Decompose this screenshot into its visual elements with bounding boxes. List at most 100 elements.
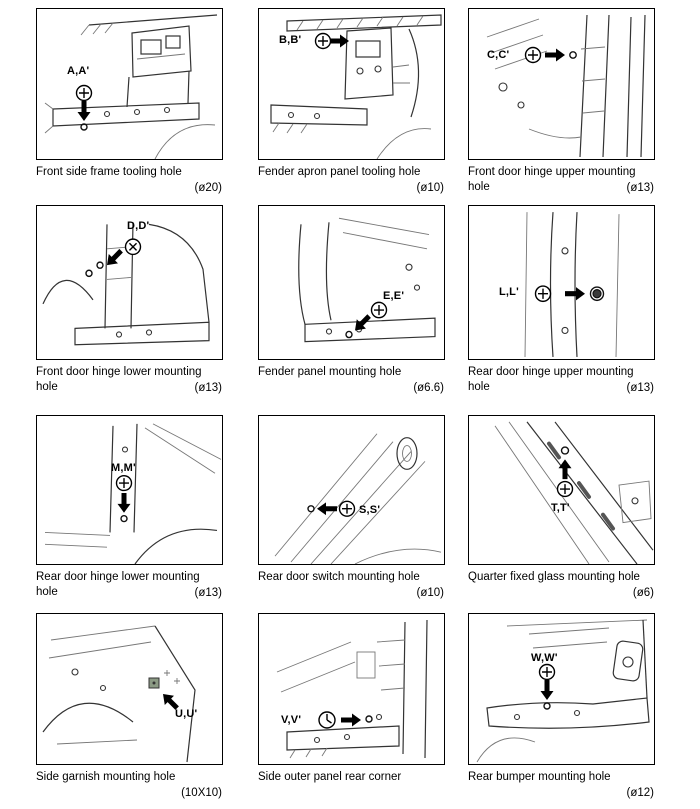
target-hole [120, 514, 128, 523]
marker-label: E,E' [383, 290, 405, 302]
target-hole [569, 51, 577, 59]
hole-name: Rear door hinge upper mounting hole [468, 366, 634, 393]
target-hole [592, 289, 602, 299]
diagram-frame: S,S' [258, 415, 445, 565]
screw-icon [556, 480, 574, 498]
diagram-cell-side-outer-rear-corner: V,V' Side outer panel rear corner [258, 613, 445, 801]
arrow-icon [117, 492, 131, 513]
screw-icon [538, 663, 556, 681]
arrow-icon [540, 680, 554, 700]
sketch-lines [44, 423, 222, 564]
diagram-cell-quarter-fixed-glass: T,T' Quarter fixed glass mounting hole (… [468, 415, 655, 601]
hole-name: Quarter fixed glass mounting hole [468, 571, 640, 583]
sketch-lines [486, 14, 646, 158]
target-hole [96, 261, 104, 269]
car-body-sketch [476, 619, 650, 763]
screw-icon [314, 32, 332, 50]
car-body-sketch [44, 423, 222, 564]
screw-icon [115, 475, 133, 492]
screw-icon [338, 500, 356, 517]
diagram-frame: V,V' [258, 613, 445, 765]
arrow-icon [341, 713, 361, 727]
hole-diameter: (ø13) [626, 182, 654, 194]
arrow-icon [163, 694, 179, 710]
marker-label: T,T' [551, 502, 570, 514]
marker-label: S,S' [359, 504, 381, 516]
hole-name: Side outer panel rear corner [258, 771, 402, 783]
marker-label: V,V' [281, 714, 302, 726]
hole-diameter: (ø13) [194, 587, 222, 599]
arrow-icon [77, 101, 91, 121]
hole-name: Rear door hinge lower mounting hole [36, 571, 200, 598]
car-body-sketch [42, 625, 196, 763]
diagram-cell-front-door-hinge-lower: D,D' Front door hinge lower mounting hol… [36, 205, 223, 396]
caption: Rear door hinge upper mounting hole (ø13… [468, 365, 655, 396]
sketch-lines [270, 14, 442, 159]
caption: Rear door hinge lower mounting hole (ø13… [36, 570, 223, 601]
hole-diameter: (ø12) [626, 787, 654, 799]
diagram-cell-rear-door-hinge-lower: M,M' Rear door hinge lower mounting hole… [36, 415, 223, 601]
marker-label: A,A' [67, 65, 90, 77]
diagram-frame: B,B' [258, 8, 445, 160]
target-hole [375, 713, 383, 721]
caption: Side garnish mounting hole (10X10) [36, 770, 223, 801]
sketch-lines [42, 222, 210, 346]
hole-diameter: (ø13) [626, 382, 654, 394]
hole-diameter: (ø10) [416, 182, 444, 194]
hole-name: Rear bumper mounting hole [468, 771, 611, 783]
hole-name: Front side frame tooling hole [36, 166, 182, 178]
sketch-lines [524, 212, 620, 358]
diagram-frame: W,W' [468, 613, 655, 765]
arrow-icon [107, 248, 123, 266]
caption: Front side frame tooling hole (ø20) [36, 165, 223, 196]
caption: Fender panel mounting hole (ø6.6) [258, 365, 445, 396]
diagram-frame: E,E' [258, 205, 445, 360]
caption: Rear bumper mounting hole (ø12) [468, 770, 655, 801]
diagram-cell-rear-door-switch: S,S' Rear door switch mounting hole (ø10… [258, 415, 445, 601]
clock-marker-icon [318, 711, 336, 729]
car-body-sketch [298, 217, 436, 343]
diagram-cell-front-door-hinge-upper: C,C' Front door hinge upper mounting hol… [468, 8, 655, 196]
hole-diameter: (ø6) [632, 587, 654, 599]
car-body-sketch [494, 421, 654, 564]
screw-icon [124, 238, 142, 256]
hole-name: Front door hinge upper mounting hole [468, 166, 636, 193]
car-body-sketch [486, 14, 646, 158]
target-hole [345, 330, 353, 339]
sketch-lines [42, 625, 196, 763]
diagram-frame: D,D' [36, 205, 223, 360]
diagram-frame: A,A' [36, 8, 223, 160]
sketch-lines [44, 14, 218, 159]
hole-diameter: (ø10) [416, 587, 444, 599]
target-hole-ring [589, 286, 605, 302]
diagram-frame: U,U' [36, 613, 223, 765]
diagram-frame: M,M' [36, 415, 223, 565]
caption: Front door hinge lower mounting hole (ø1… [36, 365, 223, 396]
caption: Quarter fixed glass mounting hole (ø6) [468, 570, 655, 601]
car-body-sketch [276, 619, 428, 759]
hole-name: Fender panel mounting hole [258, 366, 402, 378]
caption: Fender apron panel tooling hole (ø10) [258, 165, 445, 196]
caption: Rear door switch mounting hole (ø10) [258, 570, 445, 601]
marker-label: M,M' [111, 462, 136, 474]
hole-diameter: (ø13) [194, 382, 222, 394]
sketch-lines [276, 619, 428, 759]
hole-name: Side garnish mounting hole [36, 771, 176, 783]
car-body-sketch [42, 222, 210, 346]
hole-diameter: (ø6.6) [413, 382, 444, 394]
target-hole [560, 446, 570, 455]
target-hole [543, 702, 551, 710]
screw-icon [75, 84, 93, 102]
arrow-icon [545, 48, 565, 62]
arrow-icon [329, 34, 349, 48]
arrow-icon [355, 314, 371, 331]
arrow-icon [565, 287, 585, 301]
car-body-sketch [524, 212, 620, 358]
diagram-cell-side-garnish: U,U' Side garnish mounting hole (10X10) [36, 613, 223, 801]
marker-label: B,B' [279, 34, 302, 46]
marker-label: L,L' [499, 286, 519, 298]
target-hole [307, 505, 315, 513]
car-body-sketch [270, 14, 442, 159]
sketch-lines [274, 433, 442, 564]
